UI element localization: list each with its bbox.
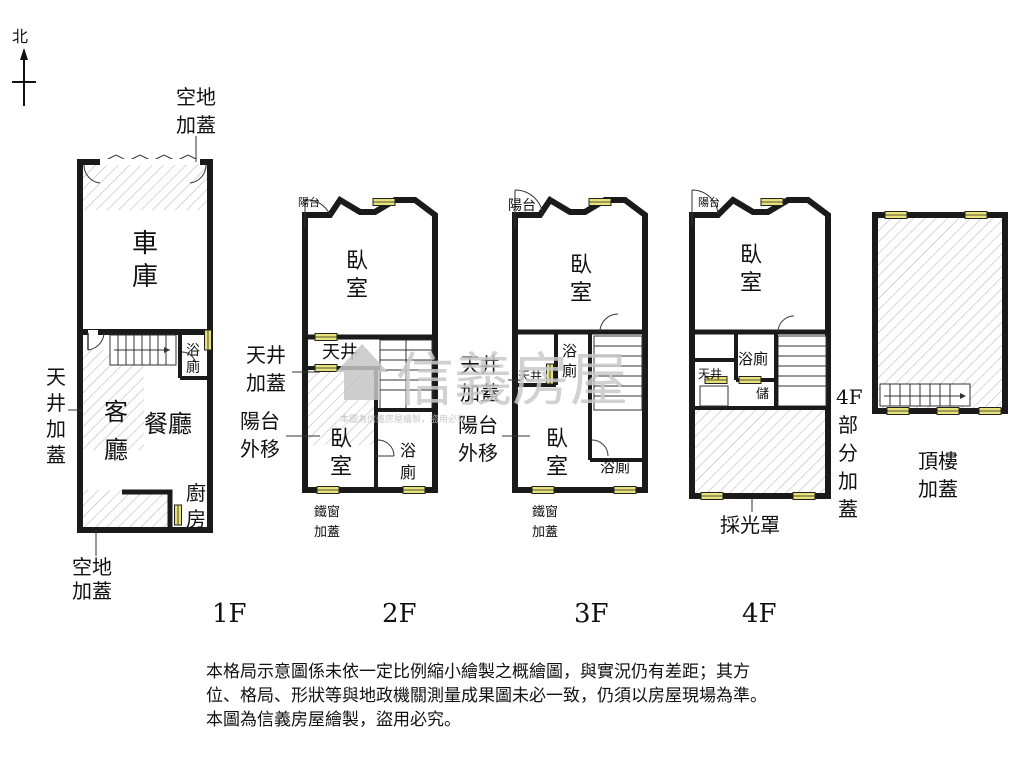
room-3f-bath1-1: 浴 <box>562 342 577 360</box>
disclaimer-line-1: 本格局示意圖係未依一定比例縮小繪製之概繪圖，與實況仍有差距；其方 <box>206 662 750 682</box>
room-3f-balcony: 陽台 <box>508 198 536 214</box>
note-1f-light-4: 蓋 <box>46 443 66 467</box>
note-1f-top-1: 空地 <box>176 85 216 109</box>
room-2f-well: 天井 <box>322 342 358 363</box>
room-bath-1: 浴 <box>186 343 200 359</box>
room-garage-2: 庫 <box>132 262 158 292</box>
note-3f-iron-2: 加蓋 <box>532 525 558 540</box>
note-2f-light-1: 天井 <box>246 343 286 367</box>
disclaimer-line-2: 位、格局、形狀等與地政機關測量成果圖未必一致，仍須以房屋現場為準。 <box>206 686 767 706</box>
room-2f-bed2-2: 室 <box>330 455 352 480</box>
watermark-fine: 本圖為信義房屋繪製，盜用必究 <box>340 413 466 425</box>
room-4f-well: 天井 <box>698 367 722 381</box>
room-garage-1: 車 <box>132 229 158 259</box>
note-3f-balc-1: 陽台 <box>458 413 498 437</box>
room-living-1: 客 <box>104 398 128 426</box>
room-2f-bath-2: 廁 <box>400 463 416 482</box>
room-2f-balcony: 陽台 <box>298 195 320 209</box>
room-3f-bed1-2: 室 <box>570 281 592 306</box>
note-1f-light-1: 天 <box>46 365 66 389</box>
note-1f-bottom-2: 加蓋 <box>72 579 112 603</box>
floor-4f: 陽台 臥 室 浴廁 天井 儲 採光罩 4F 部 分 加 蓋 4F <box>689 189 863 629</box>
note-roof-2: 加蓋 <box>918 477 958 501</box>
note-2f-light-2: 加蓋 <box>246 371 286 395</box>
room-dining: 餐廳 <box>144 410 192 438</box>
note-1f-bottom-1: 空地 <box>72 555 112 579</box>
note-1f-top-2: 加蓋 <box>176 113 216 137</box>
room-bath-2: 廁 <box>186 359 200 376</box>
room-4f-storage: 儲 <box>756 387 769 402</box>
note-3f-balc-2: 外移 <box>458 441 498 465</box>
note-2f-balc-2: 外移 <box>240 437 280 461</box>
room-2f-bath-1: 浴 <box>400 441 416 460</box>
compass-label: 北 <box>12 27 28 46</box>
note-4f-skylight: 採光罩 <box>720 513 780 537</box>
room-2f-bed1-2: 室 <box>346 277 368 302</box>
floor-label-2f: 2F <box>382 599 417 629</box>
room-2f-bed1-1: 臥 <box>346 249 368 274</box>
room-4f-bed-2: 室 <box>740 271 762 296</box>
note-3f-iron-1: 鐵窗 <box>532 504 558 520</box>
disclaimer: 本格局示意圖係未依一定比例縮小繪製之概繪圖，與實況仍有差距；其方 位、格局、形狀… <box>206 660 1006 732</box>
room-4f-bed-1: 臥 <box>740 243 762 268</box>
note-roof-1: 頂樓 <box>918 449 958 473</box>
note-2f-iron-2: 加蓋 <box>314 525 340 540</box>
room-3f-bed2-1: 臥 <box>546 427 568 452</box>
room-4f-balcony: 陽台 <box>698 195 720 209</box>
disclaimer-line-3: 本圖為信義房屋繪製，盜用必究。 <box>206 710 461 730</box>
room-3f-bath1-2: 廁 <box>562 362 577 380</box>
note-3f-light-1: 天井 <box>460 353 500 377</box>
room-2f-bed2-1: 臥 <box>330 427 352 452</box>
room-kitchen-1: 廚 <box>186 481 206 505</box>
room-kitchen-2: 房 <box>186 507 206 531</box>
note-2f-balc-1: 陽台 <box>240 409 280 433</box>
room-3f-well: 天井 <box>518 369 542 383</box>
floor-roof: 頂樓 加蓋 <box>872 211 1008 501</box>
house-logo-icon <box>336 344 388 400</box>
room-4f-bath: 浴廁 <box>738 350 768 368</box>
north-arrow-icon: 北 <box>12 27 36 106</box>
room-3f-bed1-1: 臥 <box>570 253 592 278</box>
watermark: 信義房屋 本圖為信義房屋繪製，盜用必究 <box>336 344 628 425</box>
room-living-2: 廳 <box>104 436 128 464</box>
floor-label-4f: 4F <box>742 599 777 629</box>
note-1f-light-2: 井 <box>46 391 66 415</box>
watermark-brand: 信義房屋 <box>396 346 628 414</box>
note-4f-part-5: 蓋 <box>838 497 858 521</box>
floor-1f: 車 庫 客 廳 餐廳 浴 廁 廚 房 空地 加蓋 天 井 加 蓋 空地 加蓋 1… <box>46 85 247 629</box>
floor-2f: 陽台 臥 室 天井 臥 室 浴 廁 天井 加蓋 陽台 外移 鐵窗 加蓋 2F <box>240 195 438 629</box>
note-4f-part-1: 4F <box>836 385 863 409</box>
floor-3f: 陽台 臥 室 浴 廁 天井 臥 室 浴廁 天井 加蓋 陽台 外移 鐵窗 加蓋 3… <box>458 189 648 629</box>
floor-label-3f: 3F <box>574 599 609 629</box>
room-3f-bed2-2: 室 <box>546 455 568 480</box>
note-4f-part-2: 部 <box>838 413 858 437</box>
note-3f-light-2: 加蓋 <box>460 381 500 405</box>
note-4f-part-3: 分 <box>838 441 858 465</box>
note-1f-light-3: 加 <box>46 417 66 441</box>
note-2f-iron-1: 鐵窗 <box>314 504 340 520</box>
room-3f-bath2: 浴廁 <box>600 458 630 476</box>
note-4f-part-4: 加 <box>838 469 858 493</box>
floor-label-1f: 1F <box>212 599 247 629</box>
